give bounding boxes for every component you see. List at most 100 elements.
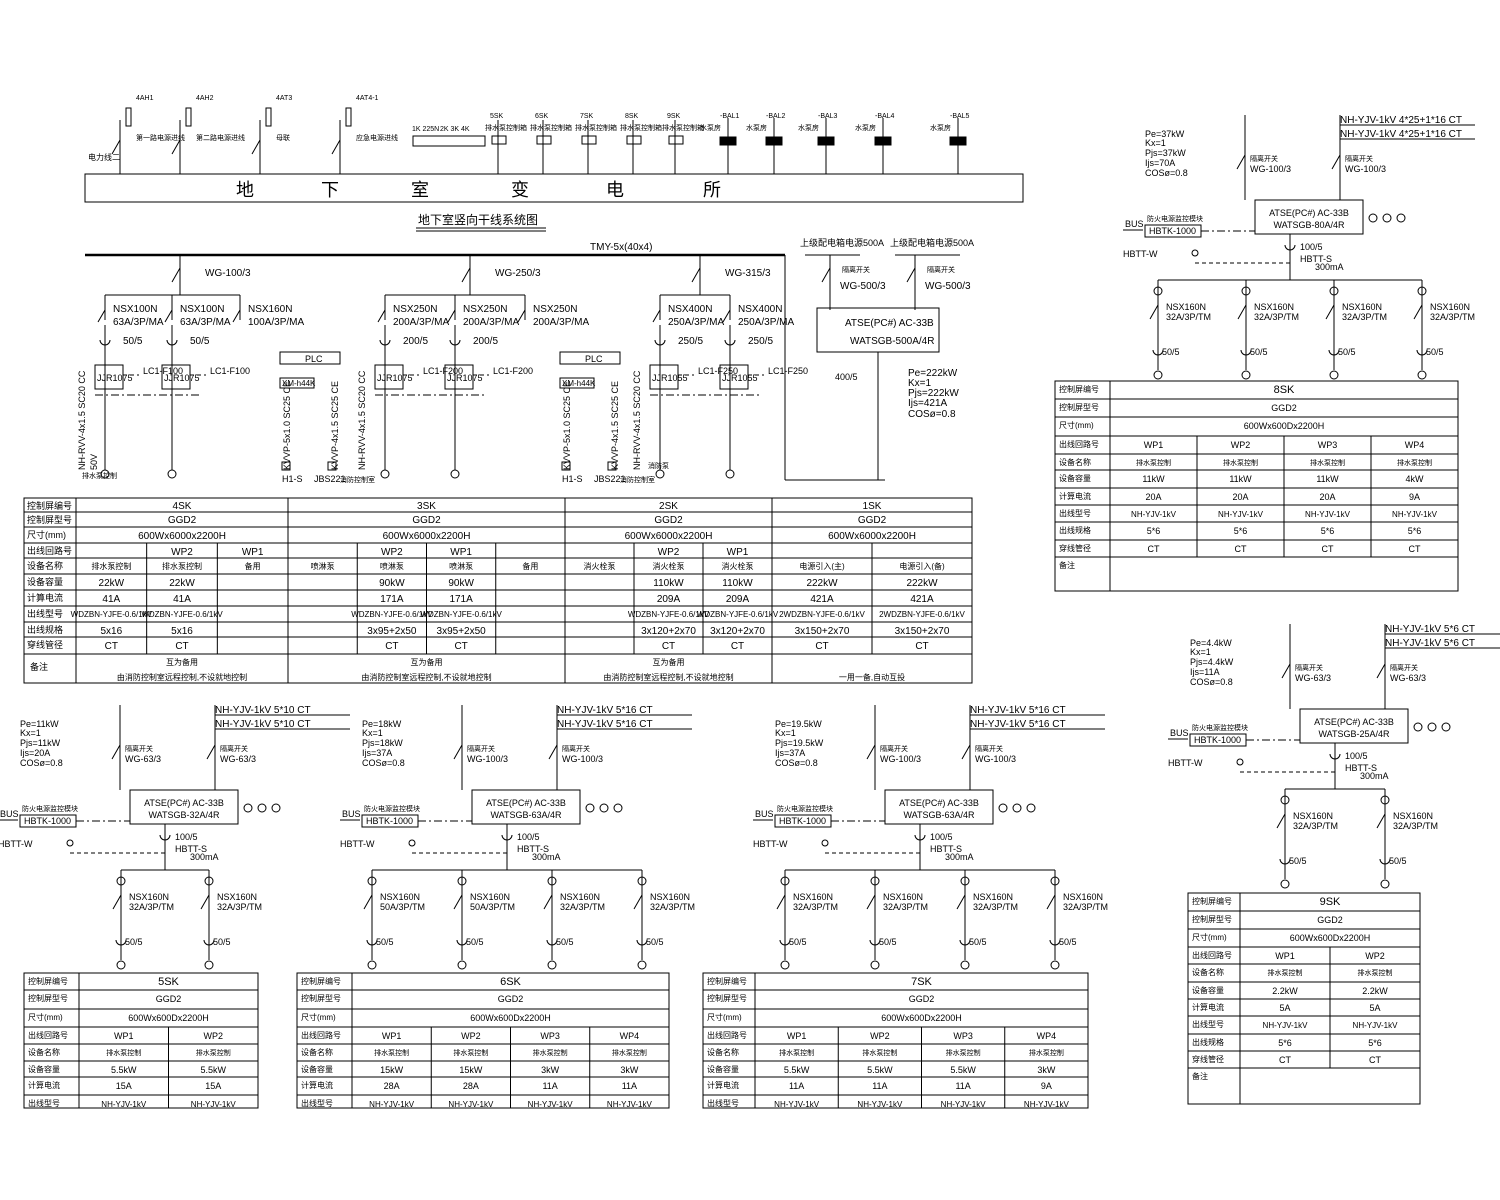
cable-type: NH-YJV-1kV bbox=[1392, 510, 1438, 519]
out-ct: 50/5 bbox=[646, 937, 664, 947]
cable-type: NH-YJV-1kV bbox=[1305, 510, 1351, 519]
output-breaker bbox=[776, 894, 786, 910]
bank-label: 1K 225N bbox=[412, 126, 439, 133]
conduit: CT bbox=[815, 641, 828, 652]
device-name: 喷淋泵 bbox=[449, 561, 473, 571]
ats-box bbox=[129, 789, 239, 825]
row-label: 控制屏编号 bbox=[1192, 896, 1232, 906]
contactor-label: LC1-F200 bbox=[493, 366, 533, 376]
meter-icon bbox=[1380, 795, 1390, 805]
device-name: 排水泵控制 bbox=[1029, 1048, 1064, 1057]
busbar-label: TMY-5x(40x4) bbox=[590, 242, 652, 253]
out-breaker-type: NSX160N bbox=[1342, 302, 1382, 312]
panel-size: 600Wx6000x2200H bbox=[828, 531, 916, 542]
soft-starter bbox=[94, 364, 124, 390]
row-label: 控制屏型号 bbox=[1192, 914, 1232, 924]
cable-spec: 3x120+2x70 bbox=[641, 626, 696, 637]
cable-spec: 3x95+2x50 bbox=[367, 626, 417, 637]
feed-cable-2: NH-YJV-1kV 5*16 CT bbox=[970, 719, 1066, 730]
substation-char: 电 bbox=[606, 180, 624, 200]
device-capacity: 15kW bbox=[380, 1065, 404, 1075]
meter-icon bbox=[1427, 722, 1437, 732]
note-b: 由消防控制室远程控制,不设就地控制 bbox=[361, 672, 491, 682]
jbs-label: JBS221 bbox=[594, 474, 626, 484]
ct-icon bbox=[99, 339, 111, 346]
note-b: 由消防控制室远程控制,不设就地控制 bbox=[603, 672, 733, 682]
substation-char: 所 bbox=[703, 180, 721, 200]
device-name: 排水泵控制 bbox=[196, 1048, 231, 1057]
isolator-blade bbox=[206, 744, 216, 760]
feeder-switch bbox=[691, 267, 701, 283]
row-label: 设备容量 bbox=[27, 576, 63, 587]
meter-icon bbox=[585, 803, 595, 813]
ct-ratio: 50/5 bbox=[123, 336, 143, 347]
ats-switch bbox=[821, 267, 831, 283]
ats-pjs: Pjs=222kW bbox=[908, 388, 959, 399]
cable-type: WDZBN-YJFE-0.6/1kV bbox=[351, 610, 433, 619]
plc-box bbox=[559, 351, 621, 365]
cable-type: NH-YJV-1kV bbox=[1263, 1021, 1309, 1030]
meter-icon bbox=[1329, 286, 1339, 296]
branch-blade bbox=[97, 309, 106, 323]
incomer-breaker bbox=[265, 107, 272, 127]
hbtk-note: 防火电源监控模块 bbox=[1192, 723, 1248, 732]
calc-current: 9A bbox=[1409, 492, 1420, 502]
ats-pe: Pe=222kW bbox=[908, 368, 958, 379]
circuit-no: WP4 bbox=[1405, 440, 1425, 450]
panel-model: GGD2 bbox=[156, 994, 182, 1004]
device-name: 排水泵控制 bbox=[374, 1048, 409, 1057]
cable-spec: 5*6 bbox=[1321, 526, 1335, 536]
ats-name: ATSE(PC#) AC-33B bbox=[1314, 717, 1394, 727]
motor-icon bbox=[1241, 370, 1251, 380]
cable-type: WDZBN-YJFE-0.6/1kV bbox=[141, 610, 223, 619]
out-breaker-type: NSX160N bbox=[883, 892, 923, 902]
conduit: CT bbox=[105, 641, 118, 652]
device-name: 消火栓泵 bbox=[722, 561, 754, 571]
device-capacity: 222kW bbox=[906, 578, 938, 589]
calc-current: 421A bbox=[810, 594, 834, 605]
out-breaker-rating: 50A/3P/TM bbox=[470, 902, 515, 912]
circuit-no: WP3 bbox=[953, 1031, 973, 1041]
hbtt-w: HBTT-W bbox=[753, 839, 788, 849]
hbtt-terminal bbox=[66, 839, 74, 847]
out-breaker-rating: 32A/3P/TM bbox=[129, 902, 174, 912]
device-capacity: 5.5kW bbox=[784, 1065, 810, 1075]
feeder-breaker bbox=[536, 135, 552, 145]
note-b: 一用一备,自动互投 bbox=[839, 672, 905, 682]
ats-box bbox=[1299, 708, 1409, 744]
output-breaker bbox=[956, 894, 966, 910]
kvvp-cable: KVVP-5x1.0 SC25 CE bbox=[562, 381, 572, 470]
substation-box bbox=[84, 173, 1024, 203]
cable-type: NH-YJV-1kV bbox=[607, 1100, 653, 1109]
substation-char: 下 bbox=[321, 180, 339, 200]
row-label: 控制屏编号 bbox=[28, 976, 68, 986]
branch-blade bbox=[232, 309, 241, 323]
hbtt-s: HBTT-S bbox=[175, 844, 207, 854]
incomer-note: 第二路电源进线 bbox=[196, 133, 245, 142]
panel-model: GGD2 bbox=[1271, 403, 1297, 413]
device-capacity: 11kW bbox=[1316, 474, 1339, 484]
circuit-no: WP3 bbox=[1318, 440, 1338, 450]
panel-size: 600Wx600Dx2200H bbox=[128, 1013, 209, 1023]
output-breaker bbox=[543, 894, 553, 910]
ats-model: WATSGB-25A/4R bbox=[1318, 729, 1390, 739]
hbtt-w: HBTT-W bbox=[340, 839, 375, 849]
load-pe: Pe=18kW bbox=[362, 719, 402, 729]
out-breaker-type: NSX160N bbox=[1393, 811, 1433, 821]
meter-icon bbox=[613, 803, 623, 813]
feeder-note: 水泵房 bbox=[930, 123, 951, 132]
out-ct: 50/5 bbox=[969, 937, 987, 947]
isolator-blade bbox=[1331, 154, 1341, 170]
kvvp-cable: KVVP-5x1.0 SC25 CE bbox=[282, 381, 292, 470]
device-name: 喷淋泵 bbox=[311, 561, 335, 571]
isolator-label: WG-63/3 bbox=[1295, 673, 1331, 683]
ats-incoming-label: 上级配电箱电源500A bbox=[800, 237, 884, 248]
row-label: 控制屏编号 bbox=[1059, 384, 1099, 394]
out-breaker-type: NSX160N bbox=[470, 892, 510, 902]
breaker-type: NSX250N bbox=[393, 304, 437, 315]
out-breaker-type: NSX160N bbox=[650, 892, 690, 902]
load-pe: Pe=11kW bbox=[20, 719, 59, 729]
meter-icon bbox=[1368, 213, 1378, 223]
isolator-blade bbox=[866, 744, 876, 760]
panel-id: 7SK bbox=[911, 976, 932, 988]
